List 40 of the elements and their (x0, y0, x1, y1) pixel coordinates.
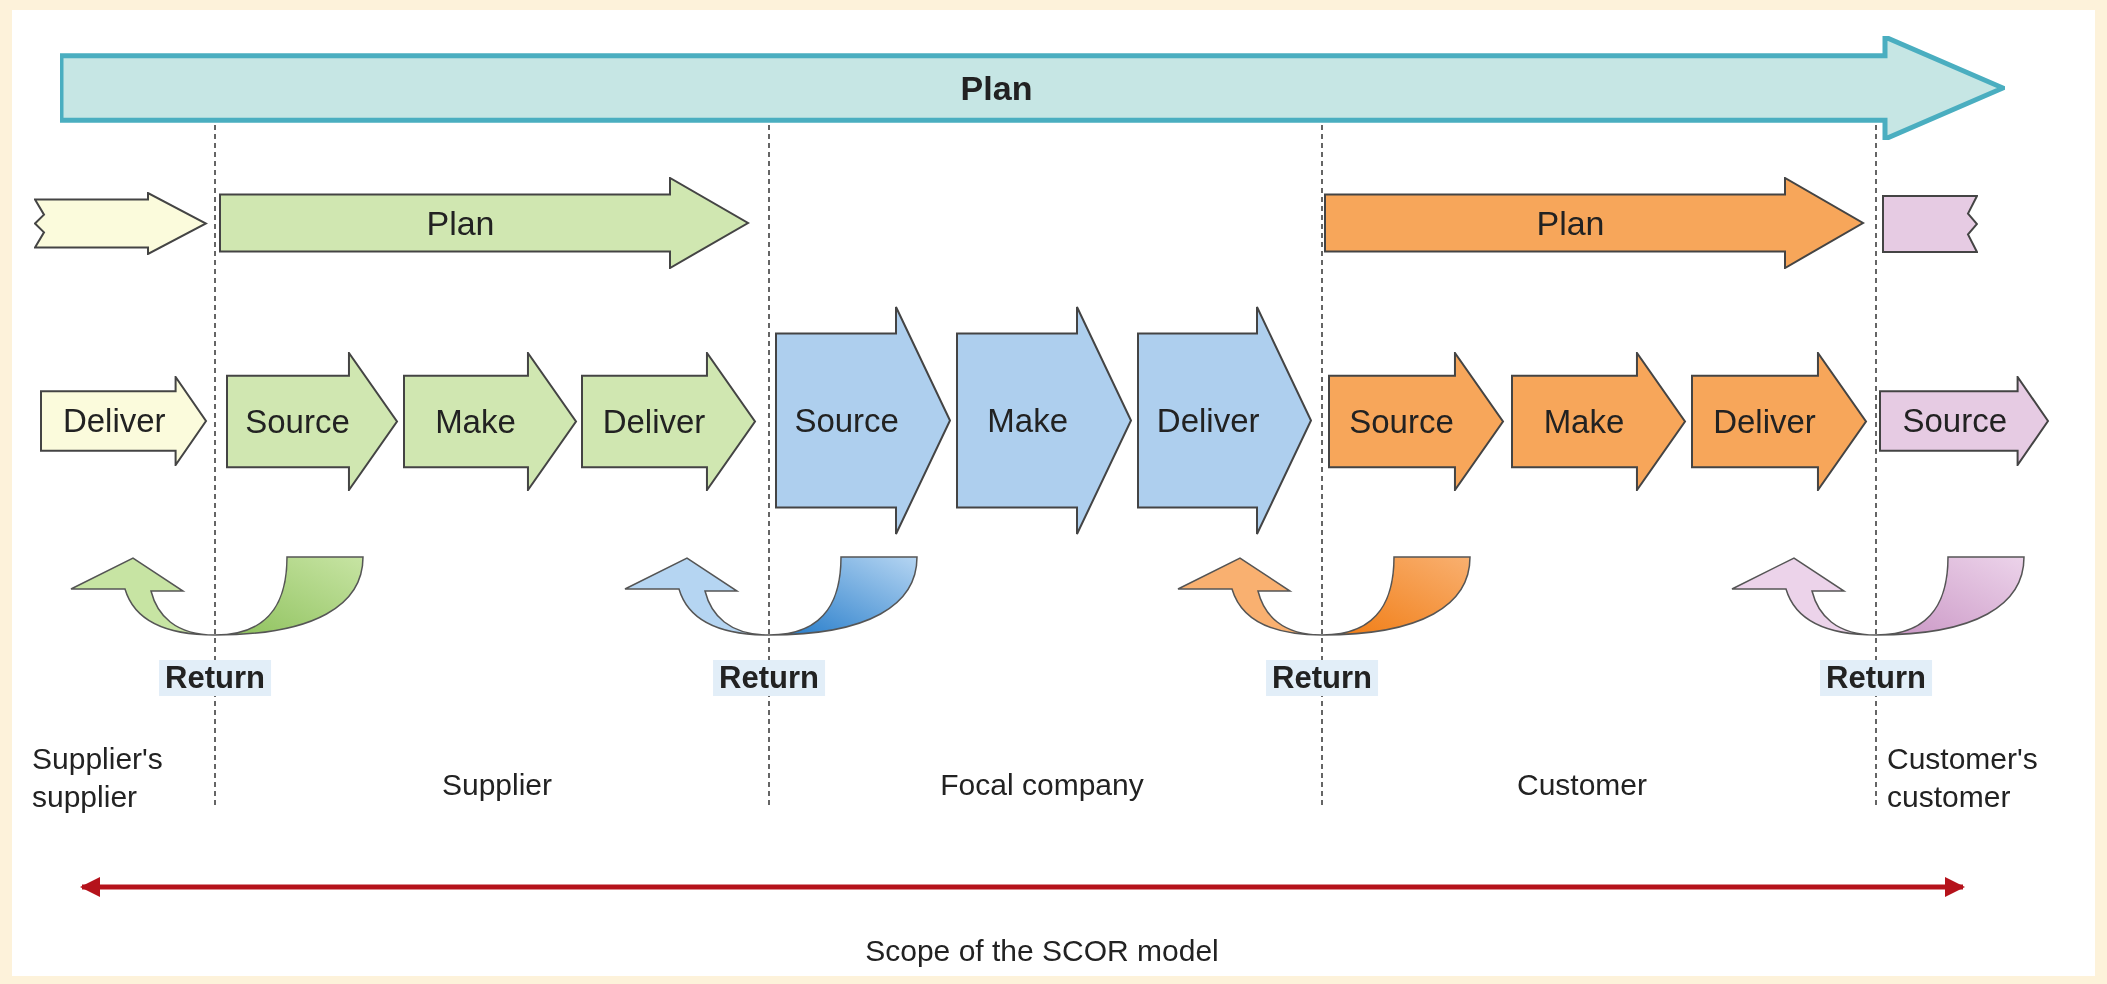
process-label: Deliver (61, 401, 167, 441)
region-label: Customer (1517, 767, 1647, 803)
process-step (403, 352, 578, 491)
process-step (1879, 376, 2050, 466)
partial-band (34, 192, 208, 255)
region-label: Focal company (940, 767, 1144, 803)
process-label: Source (1901, 401, 2009, 441)
process-step (1511, 352, 1687, 491)
plan-band (219, 177, 750, 269)
process-label: Source (244, 401, 351, 442)
process-step (1328, 352, 1505, 491)
plan-band (1324, 177, 1865, 269)
process-label: Deliver (601, 401, 707, 442)
partial-band (1882, 195, 1978, 253)
return-label: Return (713, 660, 825, 696)
process-label: Make (986, 400, 1070, 441)
region-label: Customer's customer (1887, 741, 2039, 815)
process-label: Make (1542, 401, 1626, 442)
return-label: Return (159, 660, 271, 696)
plan-label: Plan (959, 67, 1034, 109)
return-label: Return (1820, 660, 1932, 696)
process-label: Deliver (1712, 401, 1817, 442)
process-label: Make (434, 401, 517, 442)
region-label: Supplier's supplier (32, 741, 164, 815)
process-step (581, 352, 757, 491)
process-label: Source (1348, 401, 1455, 442)
return-label: Return (1266, 660, 1378, 696)
process-step (40, 376, 208, 466)
region-label: Supplier (441, 767, 553, 803)
plan-band (60, 36, 2005, 140)
process-label: Deliver (1155, 400, 1261, 441)
process-step (956, 306, 1133, 535)
plan-label: Plan (425, 202, 496, 244)
plan-label: Plan (1535, 202, 1606, 244)
process-step (226, 352, 399, 491)
region-label: Scope of the SCOR model (865, 933, 1219, 969)
process-step (1691, 352, 1868, 491)
process-label: Source (793, 400, 900, 441)
process-step (1137, 306, 1313, 535)
process-step (775, 306, 952, 535)
